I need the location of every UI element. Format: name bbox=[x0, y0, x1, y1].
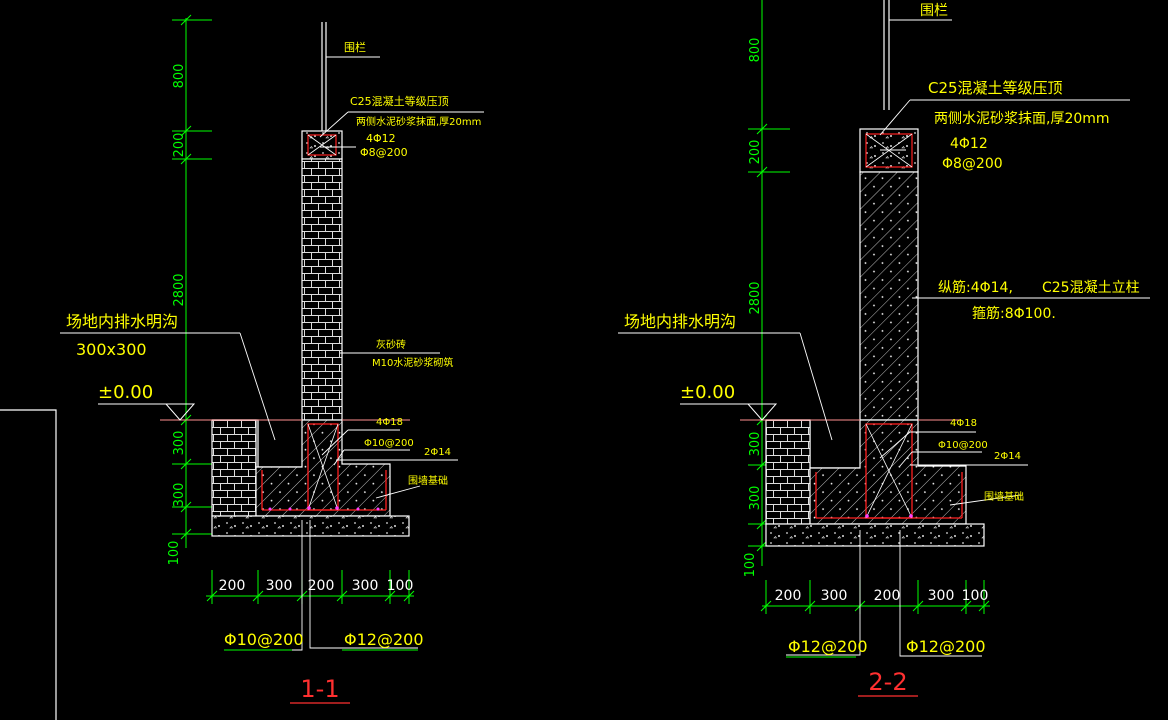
dim-label: 300 bbox=[352, 578, 379, 594]
cushion-layer bbox=[211, 515, 410, 537]
viewport-frame bbox=[0, 409, 57, 720]
dim-label: 800 bbox=[172, 64, 187, 89]
foundation-label: 围墙基础 bbox=[984, 490, 1024, 503]
dim-label: 300 bbox=[821, 588, 848, 604]
column-concrete-label: C25混凝土立柱 bbox=[1042, 280, 1140, 296]
section-title: 2-2 bbox=[868, 668, 907, 696]
elevation-symbol bbox=[98, 403, 196, 421]
bottom-left-rebar-label: Φ12@200 bbox=[788, 637, 868, 656]
leader-lines bbox=[618, 19, 1150, 506]
cap-stirrup-label: Φ8@200 bbox=[942, 156, 1003, 172]
cap-rebar-label: 4Φ12 bbox=[950, 136, 988, 152]
ditch-brick-wall bbox=[211, 419, 257, 517]
dim-label: 300 bbox=[928, 588, 955, 604]
leader-lines bbox=[239, 56, 484, 499]
dim-label: 300 bbox=[172, 431, 187, 456]
wall-material-label: 灰砂砖 bbox=[376, 338, 406, 351]
bottom-right-rebar-label: Φ12@200 bbox=[344, 630, 424, 649]
dim-label: 200 bbox=[874, 588, 901, 604]
base-bar-label: 2Φ14 bbox=[424, 447, 451, 458]
bottom-right-rebar-label: Φ12@200 bbox=[906, 637, 986, 656]
ditch-size-label: 300x300 bbox=[76, 340, 147, 359]
cap-label: C25混凝土等级压顶 bbox=[350, 94, 449, 108]
dim-label: 300 bbox=[266, 578, 293, 594]
ditch-brick-wall bbox=[765, 419, 811, 525]
dim-label: 200 bbox=[308, 578, 335, 594]
base-stirrup-label: Φ10@200 bbox=[364, 438, 414, 449]
dim-label: 100 bbox=[743, 553, 758, 578]
base-stirrup-label: Φ10@200 bbox=[938, 440, 988, 451]
column-rebar-label: 纵筋:4Φ14, bbox=[938, 279, 1013, 296]
cap-rebar-label: 4Φ12 bbox=[366, 132, 396, 145]
rail-label: 围栏 bbox=[344, 40, 366, 54]
dim-chain-left-1 bbox=[172, 14, 212, 548]
dim-label: 200 bbox=[172, 133, 187, 158]
dim-label: 300 bbox=[172, 483, 187, 508]
dim-label: 300 bbox=[748, 432, 763, 457]
elevation-label: ±0.00 bbox=[98, 382, 153, 403]
plaster-label: 两侧水泥砂浆抹面,厚20mm bbox=[934, 111, 1110, 127]
cap-stirrup-label: Φ8@200 bbox=[360, 146, 408, 159]
dim-label: 300 bbox=[748, 486, 763, 511]
dim-label: 2800 bbox=[748, 281, 763, 314]
base-rebar-label: 4Φ18 bbox=[950, 418, 977, 429]
section-2-2: 800 200 2800 300 300 100 bbox=[618, 0, 1150, 697]
rail-label: 围栏 bbox=[920, 3, 948, 19]
base-bar-label: 2Φ14 bbox=[994, 451, 1021, 462]
concrete-column bbox=[859, 171, 919, 421]
dim-label: 2800 bbox=[172, 273, 187, 306]
base-rebar-label: 4Φ18 bbox=[376, 417, 403, 428]
foundation-label: 围墙基础 bbox=[408, 474, 448, 487]
dim-label: 200 bbox=[775, 588, 802, 604]
rebar-cage bbox=[261, 423, 387, 511]
elevation-symbol bbox=[680, 403, 778, 421]
column-stirrup-label: 箍筋:8Φ100. bbox=[972, 305, 1056, 322]
elevation-label: ±0.00 bbox=[680, 382, 735, 403]
section-title: 1-1 bbox=[300, 675, 339, 703]
foundation-concrete bbox=[809, 419, 967, 525]
brick-wall bbox=[301, 158, 343, 421]
ditch-label: 场地内排水明沟 bbox=[624, 312, 736, 331]
bottom-left-rebar-label: Φ10@200 bbox=[224, 630, 304, 649]
dim-label: 100 bbox=[167, 541, 182, 566]
dim-label: 100 bbox=[962, 588, 989, 604]
dim-label: 100 bbox=[387, 578, 414, 594]
cushion-layer bbox=[765, 523, 985, 547]
plaster-label: 两侧水泥砂浆抹面,厚20mm bbox=[356, 115, 481, 128]
section-1-1: 800 200 2800 300 300 100 bbox=[60, 14, 484, 704]
cap-label: C25混凝土等级压顶 bbox=[928, 79, 1063, 97]
dim-label: 200 bbox=[219, 578, 246, 594]
ditch-label: 场地内排水明沟 bbox=[66, 312, 178, 331]
mortar-label: M10水泥砂浆砌筑 bbox=[372, 356, 453, 369]
dim-label: 800 bbox=[748, 38, 763, 63]
dim-label: 200 bbox=[748, 140, 763, 165]
rebar-cage bbox=[815, 423, 963, 519]
